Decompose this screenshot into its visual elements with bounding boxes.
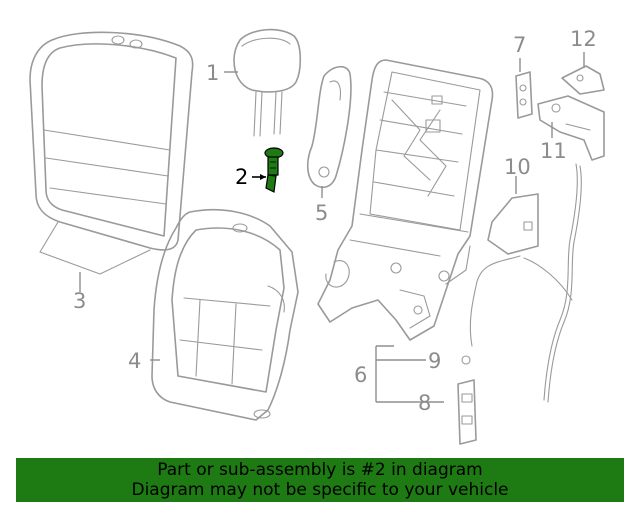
info-banner: Part or sub-assembly is #2 in diagram Di… [16,458,624,502]
callout-3: 3 [73,289,86,313]
callout-1: 1 [206,61,219,85]
part-10-control-module[interactable] [487,193,539,255]
callout-2: 2 [235,165,248,189]
part-1-headrest[interactable] [233,28,302,137]
banner-line-2: Diagram may not be specific to your vehi… [131,480,509,500]
callout-7: 7 [513,33,526,57]
callout-5: 5 [315,201,328,225]
callout-10: 10 [504,155,531,179]
part-12-clip[interactable] [561,65,605,95]
part-11-mounting-plate[interactable] [537,95,605,161]
part-6-seatback-frame[interactable] [317,59,494,341]
part-7-bracket[interactable] [515,71,533,119]
callout-6: 6 [354,363,367,387]
leader-lines [79,52,585,403]
part-5-side-cover[interactable] [306,65,352,189]
callout-12: 12 [570,27,597,51]
callout-11: 11 [540,139,567,163]
callout-labels: 1 2 3 4 5 6 7 8 9 10 11 12 [73,27,597,415]
part-3-seatback-cover[interactable] [29,31,194,275]
part-2-headrest-guide[interactable] [264,147,284,193]
part-9-wire-harness[interactable] [461,163,582,403]
part-8-connector[interactable] [457,379,477,445]
callout-8: 8 [418,391,431,415]
part-4-seatback-pad[interactable] [151,208,299,421]
callout-9: 9 [428,349,441,373]
banner-line-1: Part or sub-assembly is #2 in diagram [157,460,483,480]
callout-4: 4 [128,349,141,373]
